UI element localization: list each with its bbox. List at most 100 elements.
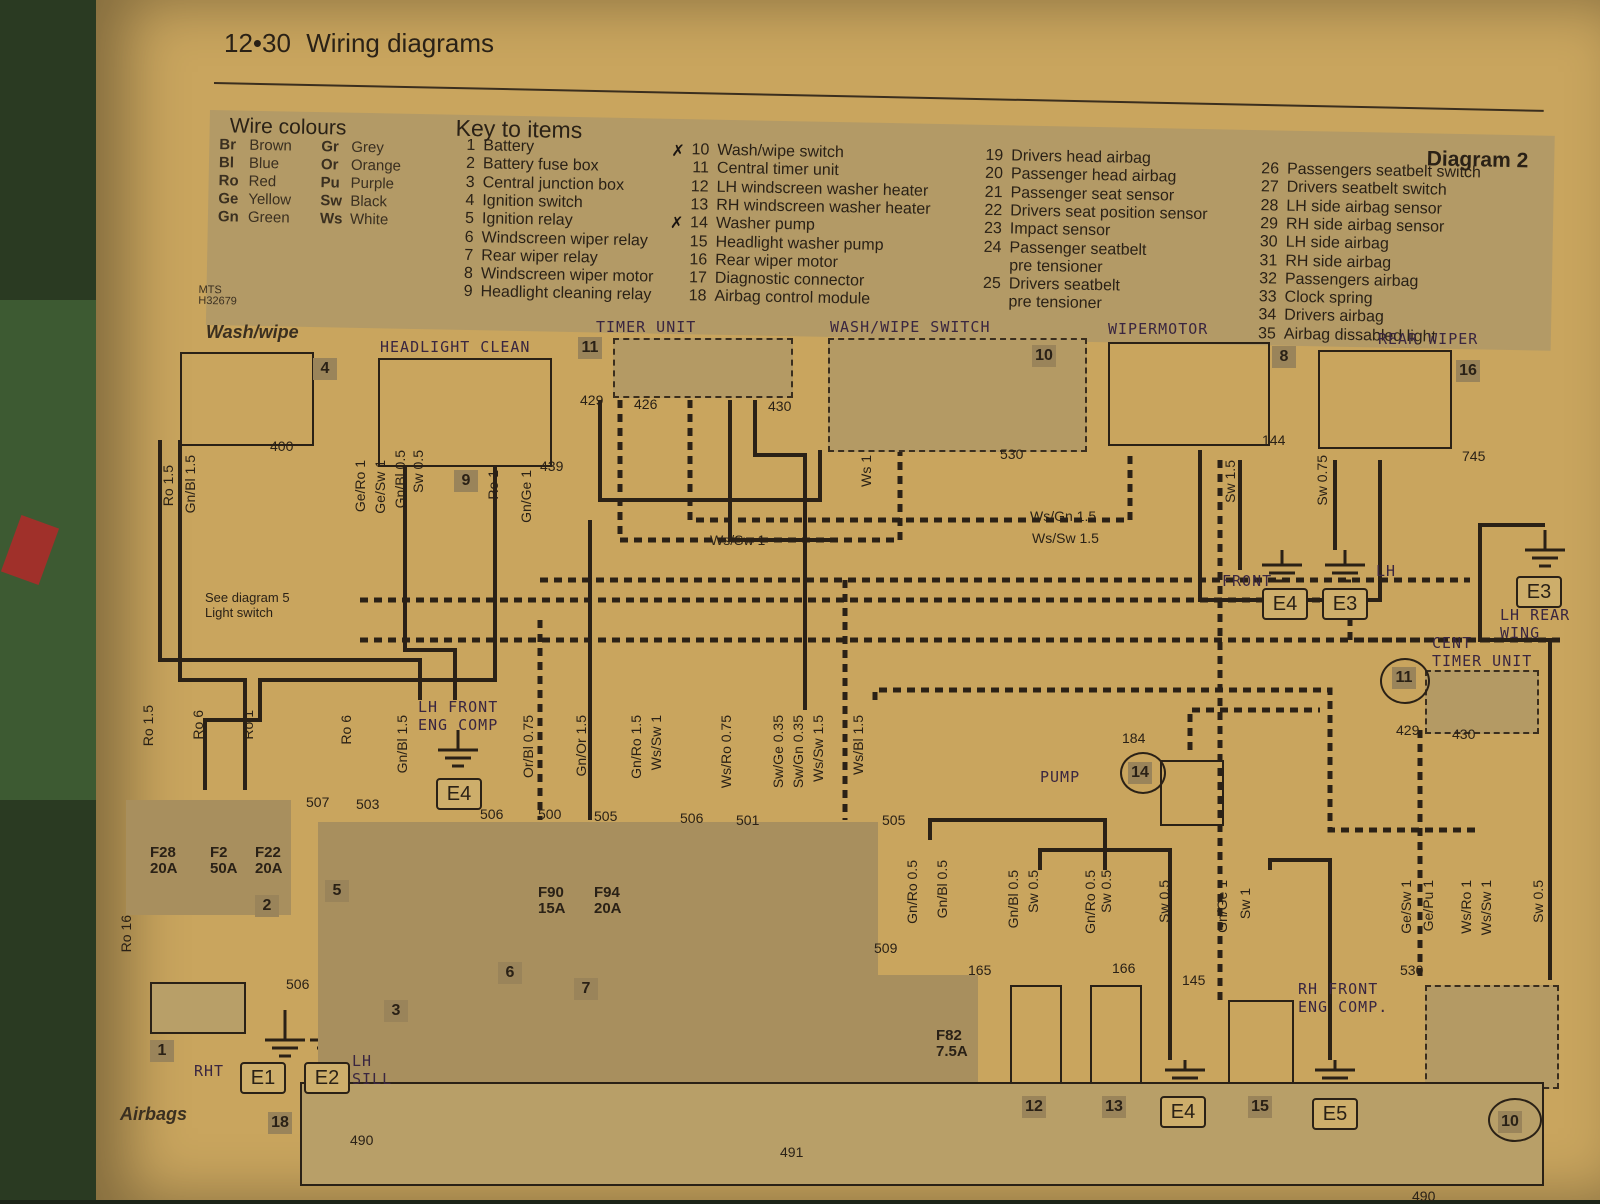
wire-label: Gn/Or 1.5 bbox=[573, 715, 589, 777]
wire-label: Sw 0.5 bbox=[1156, 880, 1172, 923]
wire-label: Ro 6 bbox=[338, 715, 354, 745]
wire-label: Gn/Ge 1 bbox=[518, 470, 534, 523]
handwritten-note: CENT TIMER UNIT bbox=[1432, 634, 1533, 670]
terminal-number: 184 bbox=[1122, 730, 1146, 746]
windscreen-wiper-motor bbox=[1108, 342, 1270, 446]
page-number: 12•30 bbox=[224, 28, 291, 58]
earth-e4: E4 bbox=[436, 778, 482, 810]
dashed-wire bbox=[617, 400, 903, 543]
ignition-switch bbox=[180, 352, 314, 446]
wire-label: Ws/Sw 1 bbox=[1478, 880, 1494, 936]
component-number: 1 bbox=[150, 1040, 174, 1062]
lh-washer-heater bbox=[1010, 985, 1062, 1084]
terminal-number: 500 bbox=[538, 806, 562, 822]
wire-label: Ws/Sw 1.5 bbox=[810, 715, 826, 782]
terminal-number: 506 bbox=[680, 810, 704, 826]
wire-label: Ws/Gn 1.5 bbox=[1030, 508, 1097, 524]
wire-label: Ro 16 bbox=[118, 915, 134, 953]
wire-label: Sw/Gn 0.35 bbox=[790, 715, 806, 789]
terminal-number: 506 bbox=[480, 806, 504, 822]
handwritten-note: LH FRONT ENG COMP bbox=[418, 698, 499, 734]
handwritten-note: TIMER UNIT bbox=[596, 318, 697, 336]
earth-symbol bbox=[1262, 550, 1302, 583]
handwritten-note: LH bbox=[1376, 562, 1397, 580]
handwritten-note: LH REAR WING bbox=[1500, 606, 1571, 642]
rear-wiper-motor bbox=[1318, 350, 1452, 449]
wire-label: Gn/Bl 0.5 bbox=[1005, 870, 1021, 929]
wire-label: Ro 6 bbox=[190, 710, 206, 740]
terminal-number: 439 bbox=[540, 458, 564, 474]
component-number: 9 bbox=[454, 470, 478, 492]
section-airbags: Airbags bbox=[120, 1104, 188, 1124]
component-number: 5 bbox=[325, 880, 349, 902]
component-number: 7 bbox=[574, 978, 598, 1000]
airbag-strip bbox=[300, 1082, 1544, 1186]
terminal-number: 144 bbox=[1262, 432, 1286, 448]
wire bbox=[1038, 848, 1172, 1060]
earth-symbol bbox=[1165, 1060, 1205, 1088]
central-timer-unit-2 bbox=[1425, 670, 1539, 734]
terminal-number: 503 bbox=[356, 796, 380, 812]
component-number: 13 bbox=[1102, 1096, 1126, 1118]
page-title: Wiring diagrams bbox=[306, 28, 495, 58]
earth-symbol bbox=[1525, 530, 1565, 568]
wire-label: Sw 1.5 bbox=[1222, 460, 1238, 503]
wire-label: Ro 1.5 bbox=[140, 705, 156, 747]
terminal-number: 490 bbox=[1412, 1188, 1436, 1204]
earth-e4: E4 bbox=[1160, 1096, 1206, 1128]
handwritten-note: LH SILL bbox=[352, 1052, 393, 1088]
component-number: 18 bbox=[268, 1112, 292, 1134]
terminal-number: 509 bbox=[874, 940, 898, 956]
terminal-number: 491 bbox=[780, 1144, 804, 1160]
terminal-number: 426 bbox=[634, 396, 658, 412]
terminal-number: 166 bbox=[1112, 960, 1136, 976]
wire-label: Ro 1.5 bbox=[160, 465, 176, 507]
wire-label: Gn/Ge 1 bbox=[1214, 880, 1230, 933]
wire bbox=[203, 465, 497, 790]
earth-symbol bbox=[438, 730, 478, 768]
terminal-number: 530 bbox=[1000, 446, 1024, 462]
handwritten-note: FRONT bbox=[1222, 572, 1273, 590]
wire-label: Ws/Ro 0.75 bbox=[718, 715, 734, 789]
terminal-number: 745 bbox=[1462, 448, 1486, 464]
wire-label: Ws 1 bbox=[858, 455, 874, 487]
terminal-number: 505 bbox=[594, 808, 618, 824]
wire-label: Sw 0.75 bbox=[1314, 455, 1330, 506]
wire bbox=[928, 818, 1107, 870]
wire-label: Sw 1 bbox=[1237, 888, 1253, 920]
central-junction-box bbox=[318, 822, 878, 1097]
component-number: 3 bbox=[384, 1000, 408, 1022]
wire bbox=[753, 400, 807, 710]
wire bbox=[1268, 858, 1332, 1060]
wire-label: Gn/Ro 0.5 bbox=[904, 860, 920, 924]
component-number: 16 bbox=[1456, 360, 1480, 382]
wire-label: Ge/Sw 1 bbox=[372, 460, 388, 514]
wire-label: Ge/Ro 1 bbox=[352, 460, 368, 513]
terminal-number: 145 bbox=[1182, 972, 1206, 988]
wire bbox=[728, 400, 830, 542]
wire-label: Ws/Bl 1.5 bbox=[850, 715, 866, 775]
earth-symbol bbox=[1315, 1060, 1355, 1088]
wire-label: Gn/Bl 1.5 bbox=[394, 715, 410, 774]
earth-symbol bbox=[1325, 550, 1365, 583]
handwritten-note: RHT bbox=[194, 1062, 225, 1080]
headlight-cleaning-relay bbox=[378, 358, 552, 467]
wire bbox=[178, 440, 247, 790]
earth-e4: E4 bbox=[1262, 588, 1308, 620]
terminal-number: 400 bbox=[270, 438, 294, 454]
handwritten-note: RH FRONT ENG COMP. bbox=[1298, 980, 1389, 1016]
terminal-number: 505 bbox=[882, 812, 906, 828]
earth-e3: E3 bbox=[1322, 588, 1368, 620]
wire-label: Ws/Ro 1 bbox=[1458, 880, 1474, 934]
earth-symbol bbox=[265, 1010, 305, 1058]
terminal-number: 165 bbox=[968, 962, 992, 978]
dashed-wire bbox=[687, 400, 1133, 523]
headlight-washer-pump bbox=[1228, 1000, 1294, 1094]
wire-label: Gn/Bl 0.5 bbox=[392, 450, 408, 509]
terminal-number: 430 bbox=[1452, 726, 1476, 742]
earth-e1: E1 bbox=[240, 1062, 286, 1094]
earth-e2: E2 bbox=[304, 1062, 350, 1094]
